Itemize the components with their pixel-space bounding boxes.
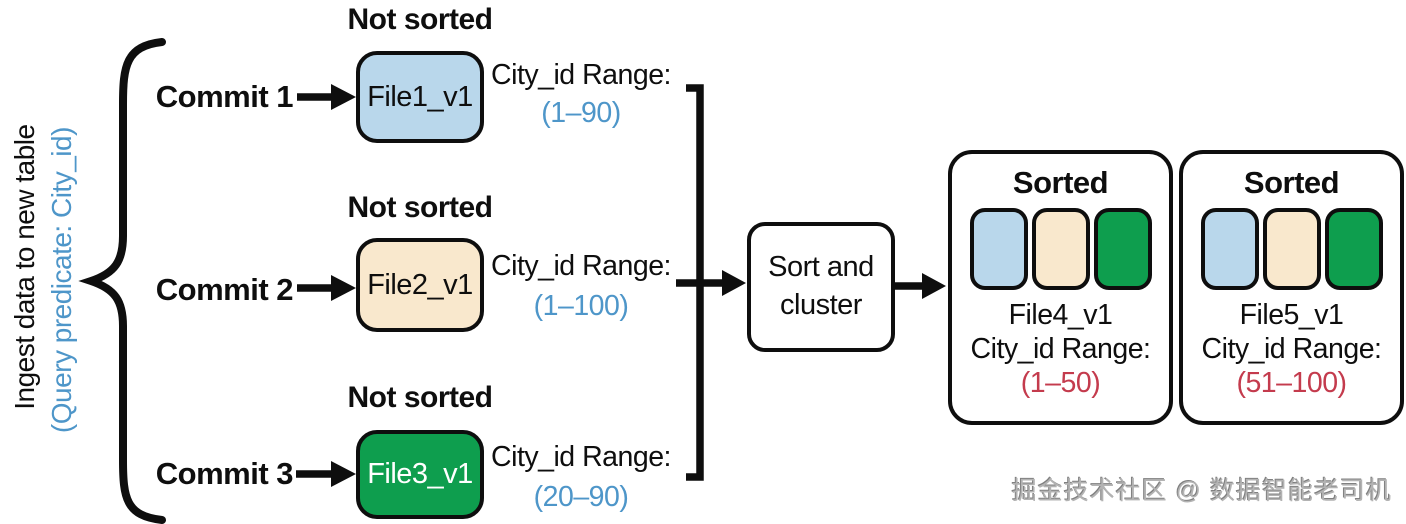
file3-box: File3_v1	[356, 430, 484, 519]
sorted-output-box-2: Sorted File5_v1 City_id Range: (51–100)	[1179, 150, 1404, 425]
file2-range-label: City_id Range:	[491, 250, 671, 282]
collector-bracket	[676, 84, 704, 481]
file1-range-label: City_id Range:	[491, 59, 671, 91]
file5-name: File5_v1	[1239, 299, 1344, 331]
file1-name: File1_v1	[367, 80, 473, 113]
file5-chips	[1200, 208, 1383, 290]
file3-name: File3_v1	[367, 458, 473, 490]
file2-name: File2_v1	[367, 268, 473, 301]
not-sorted-label-3: Not sorted	[347, 381, 494, 414]
sort-and-cluster-line1: Sort and	[768, 251, 874, 284]
blue-chip	[969, 208, 1028, 290]
commit2-arrow	[297, 275, 356, 301]
file3-range-label: City_id Range:	[491, 441, 671, 473]
file4-range-label: City_id Range:	[970, 333, 1151, 365]
query-predicate-label: (Query predicate: City_id)	[45, 127, 77, 434]
green-chip	[1093, 208, 1152, 290]
commit-2-label: Commit 2	[155, 272, 294, 307]
commit-3-label: Commit 3	[155, 456, 294, 491]
file2-range-value: (1–100)	[533, 290, 629, 322]
file1-box: File1_v1	[356, 51, 484, 143]
bracket-to-sort-arrow	[700, 270, 746, 296]
commit-1-label: Commit 1	[155, 79, 294, 114]
sorted-title-1: Sorted	[1012, 165, 1109, 200]
file2-box: File2_v1	[356, 238, 484, 332]
sort-and-cluster-line2: cluster	[780, 289, 862, 321]
file1-range-value: (1–90)	[541, 97, 621, 129]
file5-range-label: City_id Range:	[1201, 333, 1382, 365]
sort-and-cluster-box: Sort and cluster	[747, 222, 895, 352]
commit3-arrow	[296, 461, 356, 487]
sorted-output-box-1: Sorted File4_v1 City_id Range: (1–50)	[948, 150, 1173, 425]
file4-chips	[969, 208, 1152, 290]
ingest-axis-label: Ingest data to new table	[8, 124, 40, 410]
cream-chip	[1262, 208, 1321, 290]
not-sorted-label-1: Not sorted	[347, 3, 494, 36]
file4-name: File4_v1	[1008, 299, 1113, 331]
curly-brace	[78, 38, 166, 524]
watermark-text: 掘金技术社区 @ 数据智能老司机	[1011, 477, 1392, 505]
file5-range-value: (51–100)	[1236, 367, 1347, 399]
file4-range-value: (1–50)	[1020, 367, 1101, 399]
sort-to-output-arrow	[894, 273, 946, 299]
not-sorted-label-2: Not sorted	[347, 191, 494, 224]
sorted-title-2: Sorted	[1243, 165, 1340, 200]
cream-chip	[1031, 208, 1090, 290]
green-chip	[1324, 208, 1383, 290]
blue-chip	[1200, 208, 1259, 290]
file3-range-value: (20–90)	[533, 481, 629, 513]
commit1-arrow	[297, 84, 356, 110]
